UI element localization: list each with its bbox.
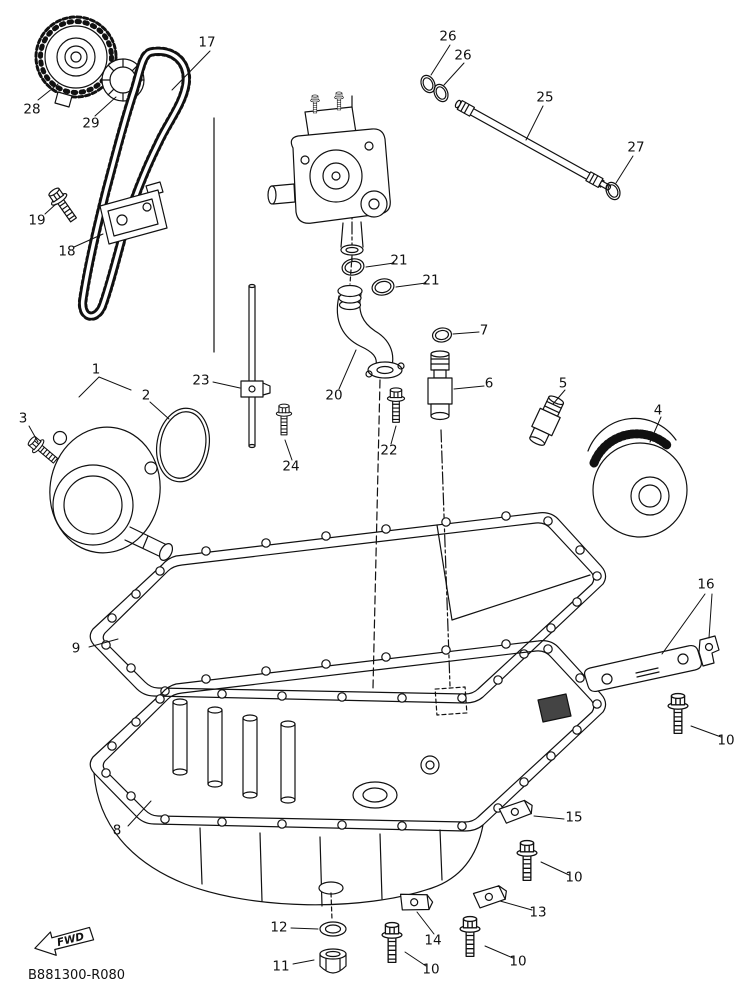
- part-bracket-18: [99, 181, 168, 245]
- callout-5: 5: [558, 375, 568, 392]
- part-fitting-6: [427, 350, 453, 687]
- part-bracket-16: [583, 635, 720, 693]
- part-oring-7: [431, 327, 453, 343]
- callout-26: 26: [439, 28, 457, 45]
- callout-1: 1: [91, 361, 101, 378]
- callout-25: 25: [536, 89, 554, 106]
- callout-13: 13: [529, 904, 547, 921]
- part-gasket-2: [156, 407, 210, 483]
- part-oil-pump-assembly: [213, 91, 391, 353]
- part-oring-27: [605, 181, 621, 201]
- callout-2: 2: [141, 387, 151, 404]
- callout-7: 7: [479, 322, 489, 339]
- callout-27: 27: [627, 139, 645, 156]
- part-bolt-10c: [459, 915, 481, 958]
- callout-29: 29: [82, 115, 100, 132]
- callout-18: 18: [58, 243, 76, 260]
- part-bolt-10d: [381, 921, 403, 964]
- callout-16: 16: [697, 576, 715, 593]
- part-oring-21b: [371, 278, 395, 296]
- part-oring-26a: [420, 74, 436, 94]
- callout-19: 19: [28, 212, 46, 229]
- callout-21: 21: [390, 252, 408, 269]
- callout-8: 8: [112, 822, 122, 839]
- part-pump-assembly-1: [49, 426, 174, 561]
- part-fitting-5: [529, 395, 565, 446]
- fwd-arrow: FWD: [34, 926, 95, 956]
- callout-4: 4: [653, 402, 663, 419]
- diagram-code: B881300-R080: [28, 968, 126, 983]
- part-washer-12: [319, 921, 347, 937]
- callout-22: 22: [380, 442, 398, 459]
- part-drain-plug-11: [319, 948, 347, 974]
- callout-20: 20: [325, 387, 343, 404]
- part-clamp-15: [498, 798, 535, 825]
- callout-10: 10: [565, 869, 583, 886]
- part-elbow-20: [336, 284, 405, 689]
- callout-11: 11: [272, 958, 290, 975]
- part-oil-pan-8: [89, 639, 607, 921]
- callout-17: 17: [198, 34, 216, 51]
- part-bolt-10a: [667, 692, 689, 735]
- callout-28: 28: [23, 101, 41, 118]
- fwd-label: FWD: [56, 931, 86, 949]
- part-bolt-24: [275, 403, 293, 436]
- callout-10: 10: [422, 961, 440, 978]
- callout-10: 10: [509, 953, 527, 970]
- callout-9: 9: [71, 640, 81, 657]
- part-bolt-22: [386, 387, 406, 423]
- part-gasket-9: [89, 511, 607, 704]
- callout-21: 21: [422, 272, 440, 289]
- part-oring-21a: [341, 258, 365, 276]
- part-bolt-10b: [516, 839, 538, 882]
- part-clamp-13: [472, 884, 509, 910]
- callout-15: 15: [565, 809, 583, 826]
- callout-23: 23: [192, 372, 210, 389]
- part-bolt-19: [44, 184, 82, 226]
- callout-24: 24: [282, 458, 300, 475]
- part-pipe-25: [454, 99, 612, 191]
- callout-12: 12: [270, 919, 288, 936]
- callout-14: 14: [424, 932, 442, 949]
- part-oring-26b: [433, 83, 449, 103]
- callout-3: 3: [18, 410, 28, 427]
- callout-26: 26: [454, 47, 472, 64]
- callout-6: 6: [484, 375, 494, 392]
- leader-lines: [28, 44, 722, 967]
- callout-10: 10: [717, 732, 735, 749]
- part-rod-23: [240, 283, 271, 449]
- part-drive-rotor-28: [34, 15, 118, 108]
- part-oil-filter-4: [587, 417, 688, 538]
